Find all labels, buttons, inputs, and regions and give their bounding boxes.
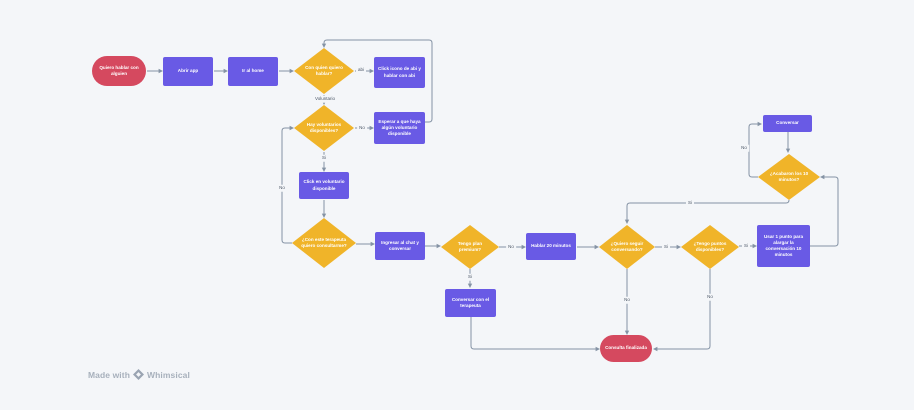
edge-label-no-terapeuta[interactable]: No: [277, 184, 287, 192]
whimsical-brand-label: Whimsical: [147, 369, 190, 380]
edge-label-si-premium[interactable]: Si: [465, 273, 475, 281]
edge-label-no-acabaron[interactable]: No: [739, 144, 749, 152]
node-esperar-voluntario[interactable]: Esperar a que haya algún voluntario disp…: [374, 112, 425, 144]
edge-label-no-premium[interactable]: No: [506, 243, 516, 251]
node-ingresar-chat[interactable]: Ingresar al chat y conversar: [375, 232, 425, 260]
edge-label-si-acabaron[interactable]: Si: [685, 199, 695, 207]
node-abrir-app[interactable]: Abrir app: [163, 57, 213, 86]
edge-label-no-seguir[interactable]: No: [622, 296, 632, 304]
node-click-icono-abi[interactable]: Click icono de abi y hablar con abi: [374, 57, 425, 88]
node-click-voluntario[interactable]: Click en voluntario disponible: [299, 172, 349, 199]
node-hablar-20-min[interactable]: Hablar 20 minutos: [526, 233, 576, 260]
made-with-label: Made with: [88, 369, 130, 380]
node-start[interactable]: Quiero hablar con alguien: [92, 56, 146, 86]
edge-label-si-seguir[interactable]: Si: [661, 243, 671, 251]
whimsical-diamond-icon: [133, 369, 144, 380]
node-conversar-terapeuta[interactable]: Conversar con el terapeuta: [445, 289, 496, 317]
node-conversar[interactable]: Conversar: [763, 115, 812, 132]
edge-label-si-puntos[interactable]: Si: [741, 242, 751, 250]
edge-label-no-puntos[interactable]: No: [705, 293, 715, 301]
node-consulta-finalizada[interactable]: Consulta finalizada: [600, 335, 652, 362]
edge-label-abi[interactable]: abi: [355, 66, 367, 74]
edge-label-si-voluntarios[interactable]: Si: [319, 154, 329, 162]
node-ir-al-home[interactable]: Ir al home: [228, 57, 278, 86]
whimsical-watermark[interactable]: Made with Whimsical: [88, 369, 190, 380]
node-usar-punto[interactable]: Usar 1 punto para alargar la conversació…: [757, 225, 810, 267]
edge-label-no-voluntarios[interactable]: No: [357, 124, 367, 132]
edge-label-voluntario[interactable]: Voluntario: [312, 95, 338, 103]
